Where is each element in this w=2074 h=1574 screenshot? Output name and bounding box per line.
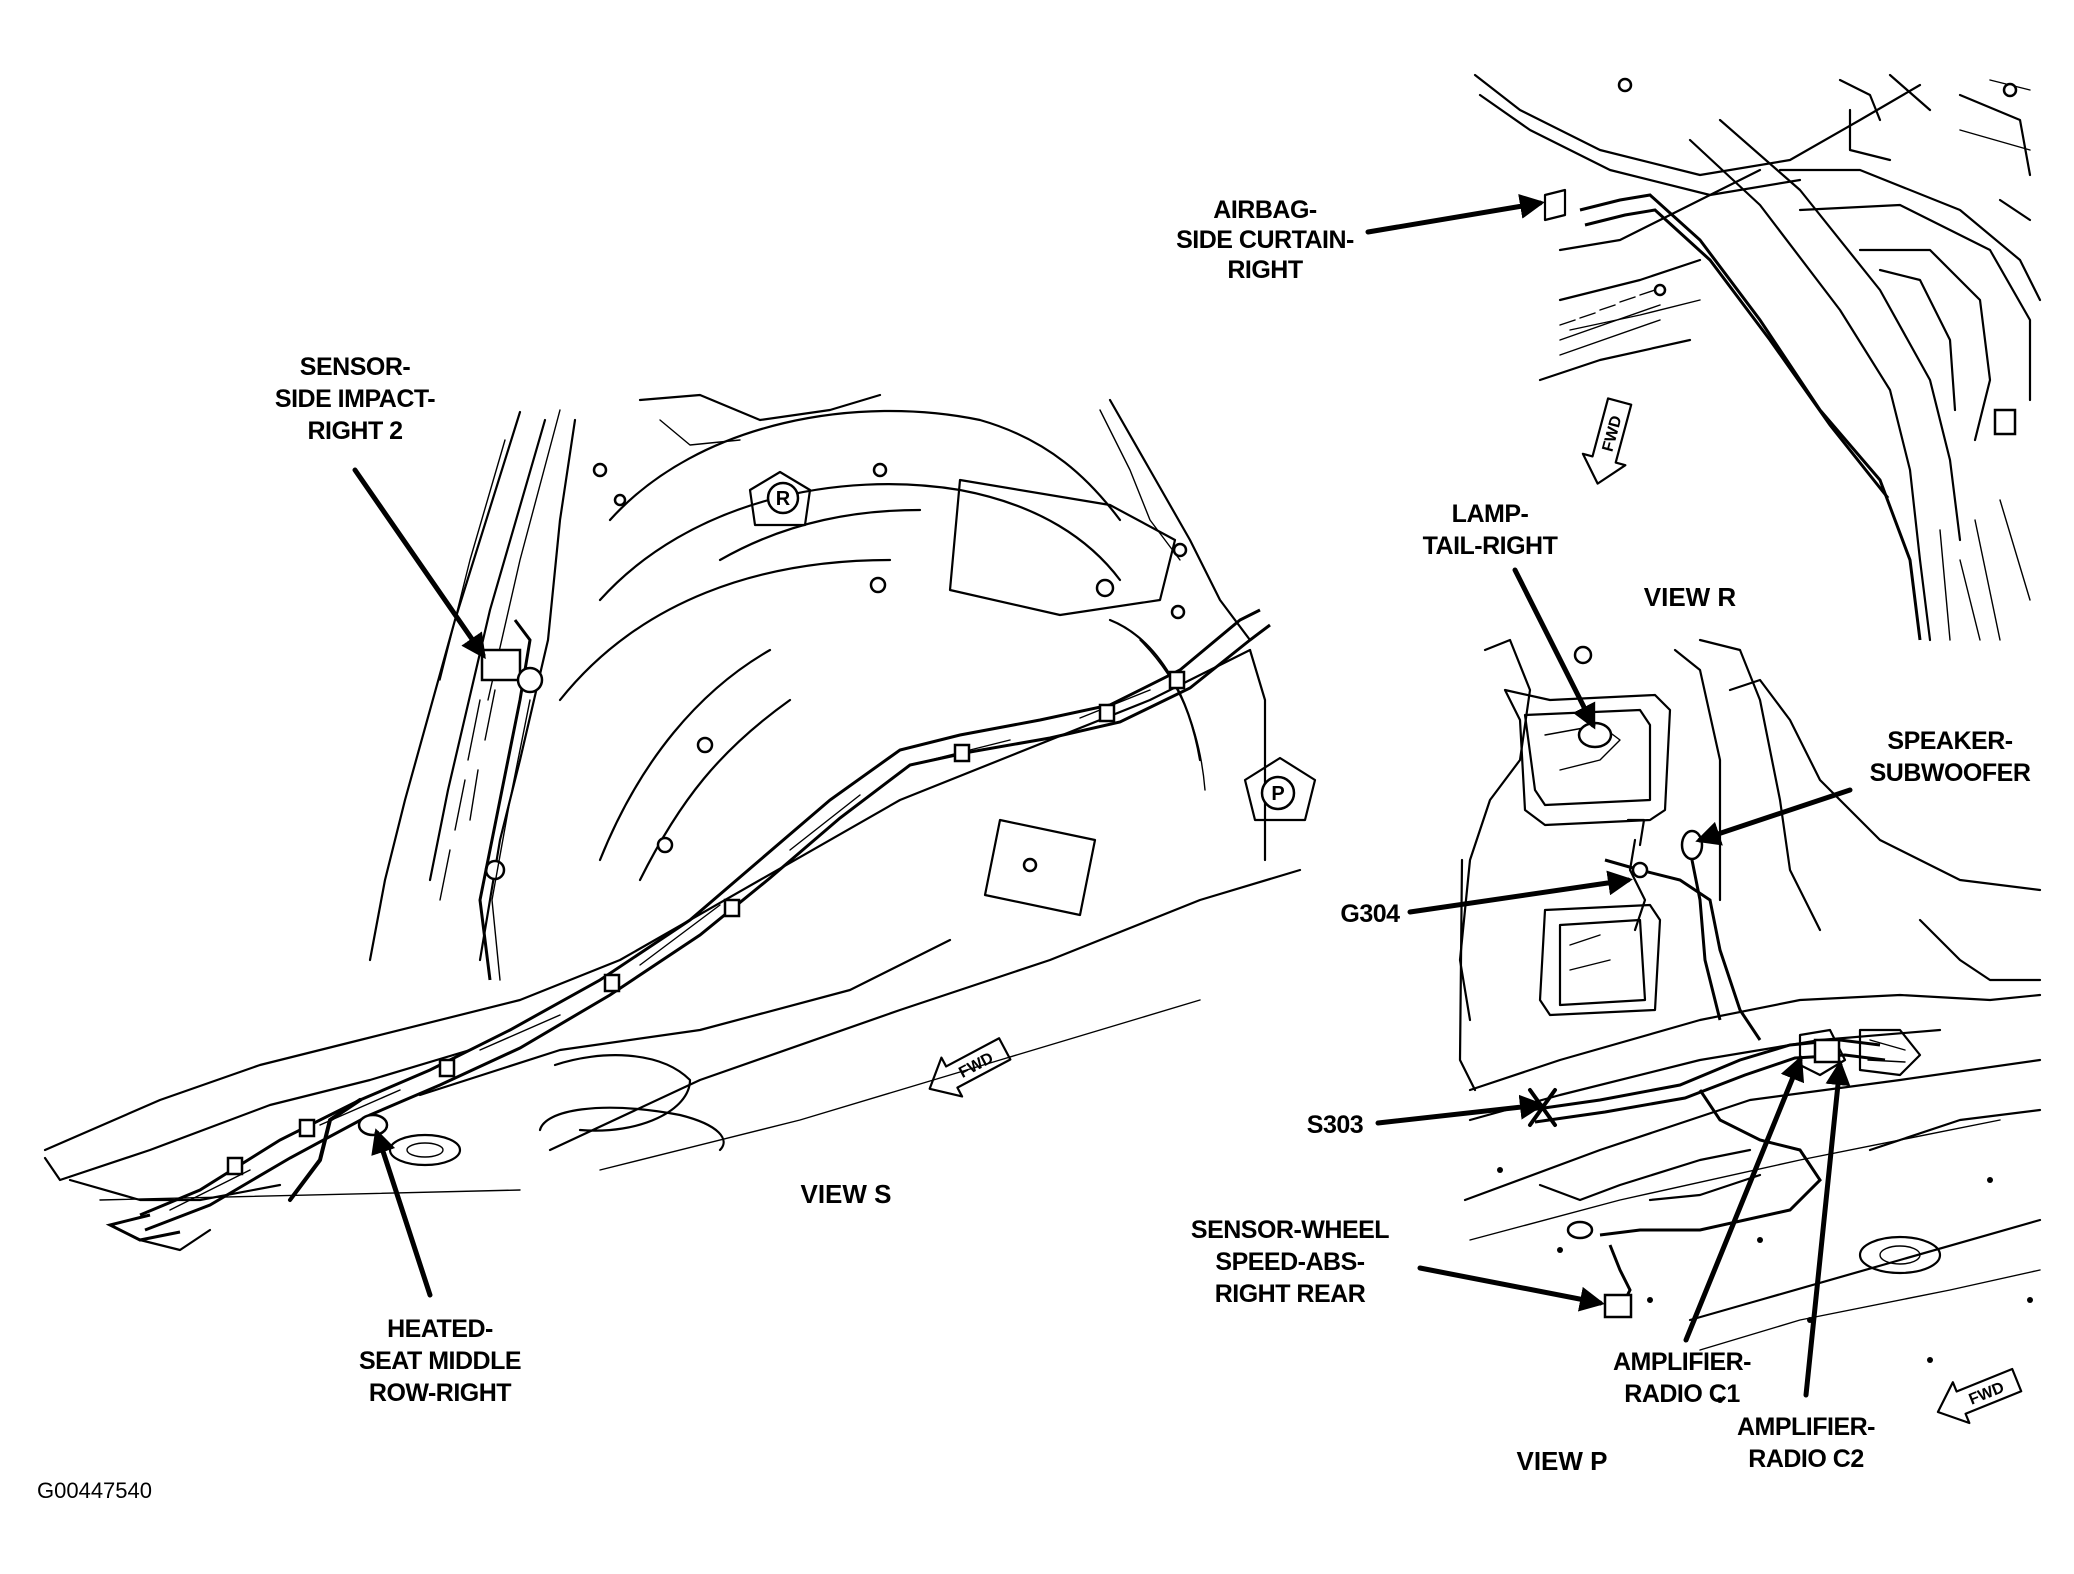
callout-sensor-wheel-line1: SENSOR-WHEEL: [1191, 1216, 1389, 1244]
leader-lamp-tail: [1512, 567, 1596, 730]
view-p-marker: P: [1243, 756, 1317, 822]
view-s-drawing: R P FWD: [43, 393, 1317, 1252]
callout-sensor-side-impact-line3: RIGHT 2: [307, 417, 402, 445]
view-r-marker: R: [748, 470, 812, 527]
leader-heated-seat: [371, 1128, 433, 1298]
view-r-marker-label: R: [776, 488, 791, 510]
callout-airbag: AIRBAG- SIDE CURTAIN- RIGHT: [1176, 196, 1354, 284]
callout-heated-seat-line1: HEATED-: [387, 1315, 493, 1343]
view-p-marker-label: P: [1271, 783, 1284, 805]
callout-airbag-line1: AIRBAG-: [1213, 196, 1317, 224]
callout-airbag-line3: RIGHT: [1227, 256, 1303, 284]
leader-airbag: [1365, 193, 1545, 235]
leader-sensor-wheel: [1417, 1265, 1605, 1312]
leader-sensor-side-impact: [352, 467, 486, 660]
fwd-arrow-view-s: FWD: [928, 1037, 1012, 1098]
callout-lamp-tail-line1: LAMP-: [1452, 500, 1529, 528]
callout-heated-seat-line3: ROW-RIGHT: [369, 1379, 511, 1407]
callout-speaker: SPEAKER- SUBWOOFER: [1870, 727, 2032, 787]
callout-amp-c2-line2: RADIO C2: [1748, 1445, 1863, 1473]
callout-speaker-line1: SPEAKER-: [1887, 727, 2012, 755]
callout-amp-c1: AMPLIFIER- RADIO C1: [1613, 1348, 1752, 1408]
fwd-arrow-view-r: FWD: [1581, 397, 1633, 485]
callout-speaker-line2: SUBWOOFER: [1870, 759, 2031, 787]
leader-speaker: [1695, 787, 1853, 846]
callout-heated-seat: HEATED- SEAT MIDDLE ROW-RIGHT: [359, 1315, 522, 1407]
callout-airbag-line2: SIDE CURTAIN-: [1176, 226, 1354, 254]
callout-g304: G304: [1340, 900, 1400, 928]
callout-lamp-tail-line2: TAIL-RIGHT: [1423, 532, 1558, 560]
figure-id: G00447540: [37, 1478, 152, 1503]
callout-sensor-wheel: SENSOR-WHEEL SPEED-ABS- RIGHT REAR: [1191, 1216, 1390, 1308]
leader-g304: [1407, 870, 1633, 915]
view-r-label: VIEW R: [1644, 582, 1737, 612]
callout-sensor-wheel-line2: SPEED-ABS-: [1215, 1248, 1364, 1276]
view-p-label: VIEW P: [1516, 1446, 1607, 1476]
fwd-arrow-view-p: FWD: [1936, 1367, 2023, 1425]
callout-sensor-side-impact: SENSOR- SIDE IMPACT- RIGHT 2: [275, 353, 436, 445]
callout-lamp-tail: LAMP- TAIL-RIGHT: [1423, 500, 1559, 560]
callout-sensor-wheel-line3: RIGHT REAR: [1215, 1280, 1366, 1308]
view-r-drawing: FWD: [1473, 73, 2042, 642]
view-s-label: VIEW S: [800, 1179, 891, 1209]
callout-amp-c2-line1: AMPLIFIER-: [1737, 1413, 1875, 1441]
callout-amp-c1-line2: RADIO C1: [1624, 1380, 1740, 1408]
leader-lines: [352, 193, 1853, 1398]
leader-amp-c2: [1803, 1060, 1851, 1398]
leader-s303: [1375, 1094, 1545, 1126]
fwd-label-view-r: FWD: [1600, 414, 1626, 454]
callout-heated-seat-line2: SEAT MIDDLE: [359, 1347, 521, 1375]
callout-amp-c1-line1: AMPLIFIER-: [1613, 1348, 1751, 1376]
callout-sensor-side-impact-line1: SENSOR-: [300, 353, 411, 381]
callout-amp-c2: AMPLIFIER- RADIO C2: [1737, 1413, 1876, 1473]
callout-s303: S303: [1307, 1111, 1363, 1139]
callout-sensor-side-impact-line2: SIDE IMPACT-: [275, 385, 435, 413]
leader-amp-c1: [1683, 1055, 1805, 1343]
